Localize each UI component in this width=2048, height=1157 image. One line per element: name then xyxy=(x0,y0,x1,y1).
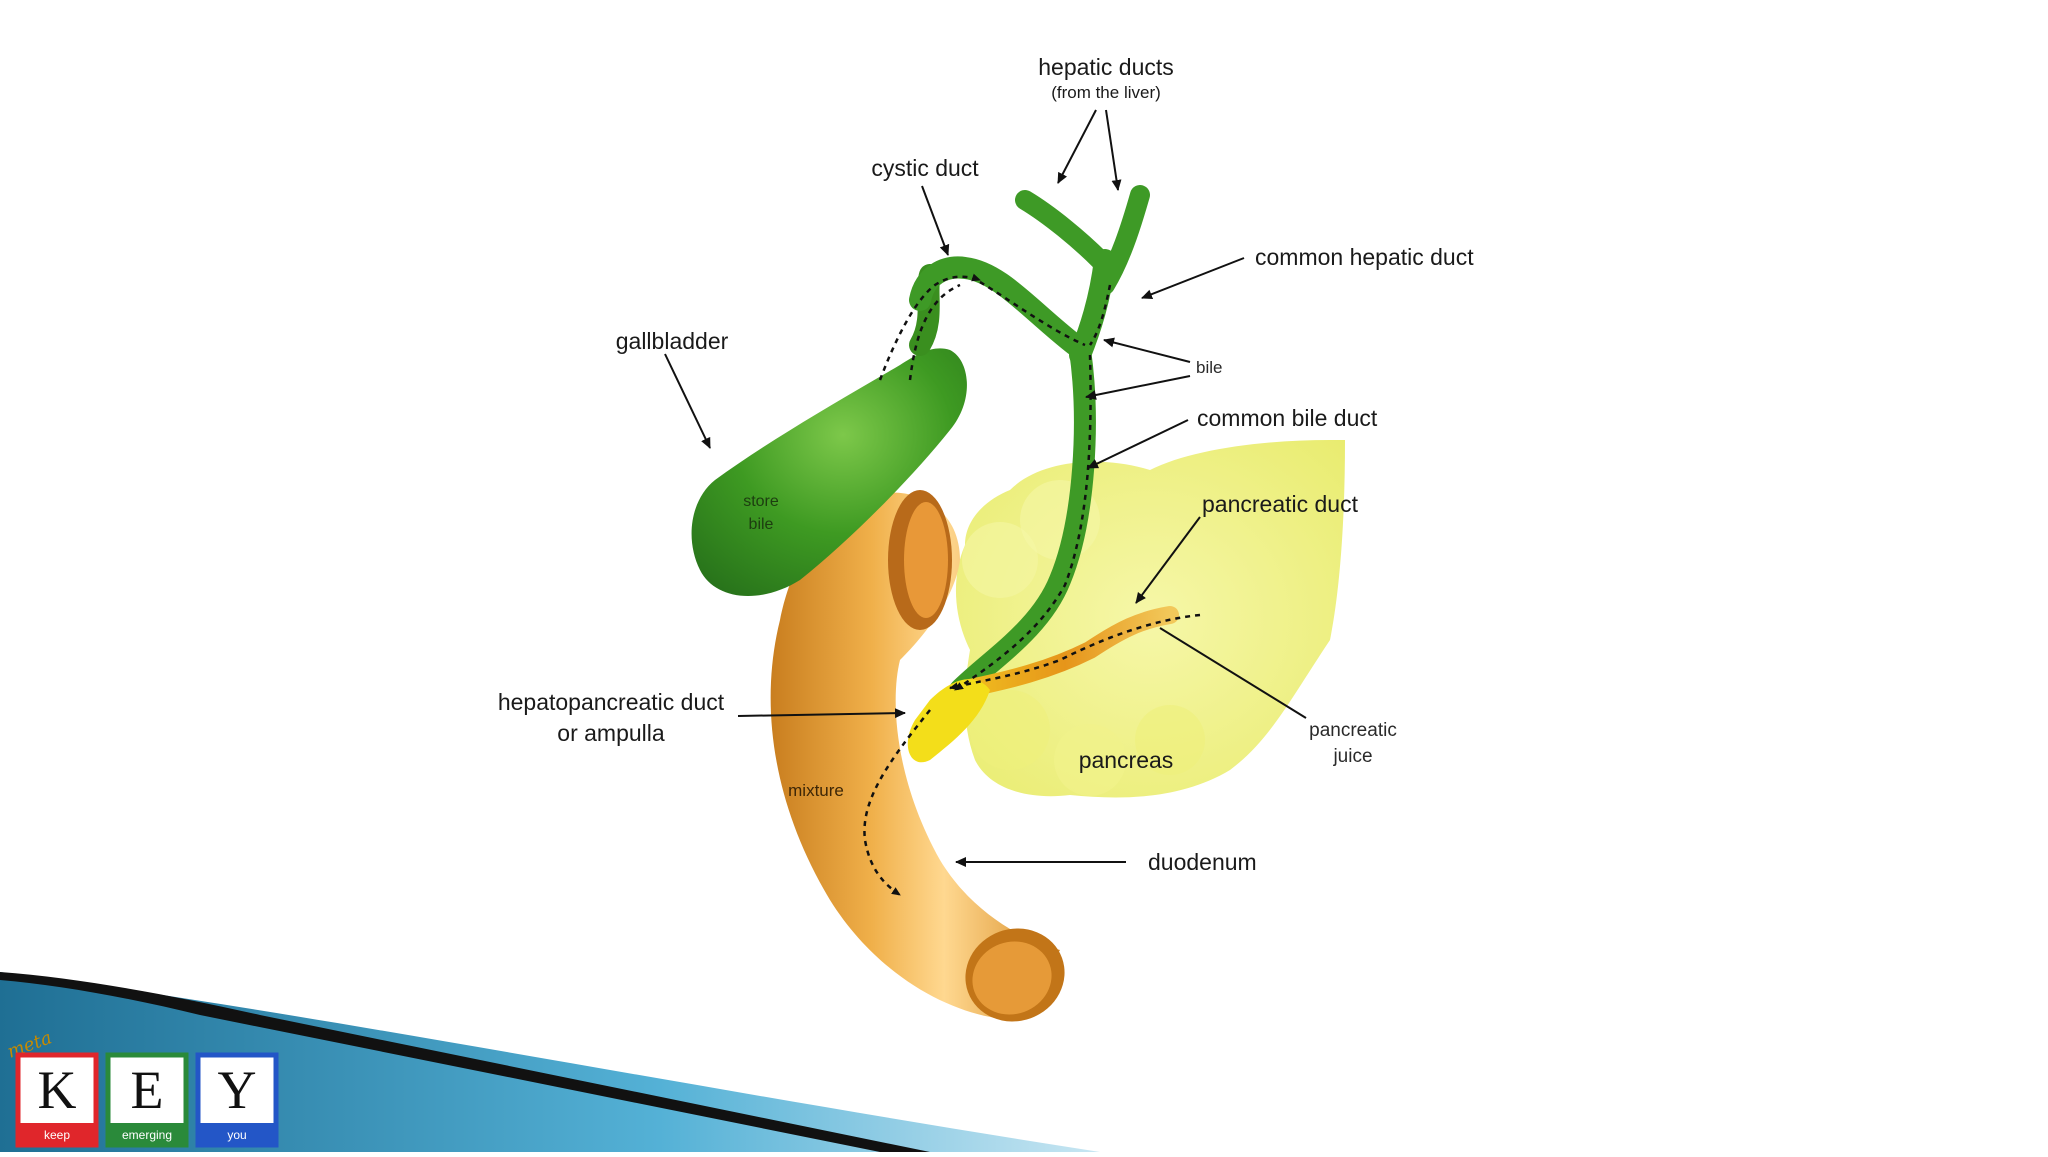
label-hepatopancreatic-1: hepatopancreatic duct xyxy=(498,689,725,715)
label-mixture: mixture xyxy=(788,781,844,800)
logo-word-keep: keep xyxy=(44,1128,70,1142)
logo-letter-k: K xyxy=(38,1060,77,1120)
label-bile: bile xyxy=(1196,358,1222,377)
ampulla xyxy=(907,679,990,763)
label-store-bile-2: bile xyxy=(749,516,774,533)
label-gallbladder: gallbladder xyxy=(616,328,729,354)
label-pancreatic-juice-2: juice xyxy=(1332,746,1372,767)
label-store-bile-1: store xyxy=(743,493,779,510)
duodenum-shape xyxy=(770,490,1065,1022)
logo-box-k: K keep xyxy=(15,1052,99,1148)
logo-word-emerging: emerging xyxy=(122,1128,172,1142)
label-common-bile-duct: common bile duct xyxy=(1197,405,1378,431)
logo: meta K keep E emerging Y you xyxy=(5,1027,279,1148)
label-duodenum: duodenum xyxy=(1148,849,1257,875)
label-cystic-duct: cystic duct xyxy=(871,155,979,181)
logo-letter-y: Y xyxy=(218,1060,257,1120)
label-hepatic-ducts: hepatic ducts xyxy=(1038,54,1174,80)
label-common-hepatic-duct: common hepatic duct xyxy=(1255,244,1474,270)
label-pancreatic-juice-1: pancreatic xyxy=(1309,720,1397,741)
logo-letter-e: E xyxy=(131,1060,164,1120)
label-hepatic-ducts-sub: (from the liver) xyxy=(1051,83,1161,102)
logo-word-you: you xyxy=(227,1128,246,1142)
bile-ducts xyxy=(909,185,1150,701)
pancreatic-duct xyxy=(951,606,1179,699)
logo-box-e: E emerging xyxy=(105,1052,189,1148)
label-pancreatic-duct: pancreatic duct xyxy=(1202,491,1359,517)
flow-lines xyxy=(863,273,1201,897)
logo-box-y: Y you xyxy=(195,1052,279,1148)
label-hepatopancreatic-2: or ampulla xyxy=(557,720,665,746)
leader-arrows xyxy=(664,109,1307,867)
label-pancreas: pancreas xyxy=(1079,747,1174,773)
